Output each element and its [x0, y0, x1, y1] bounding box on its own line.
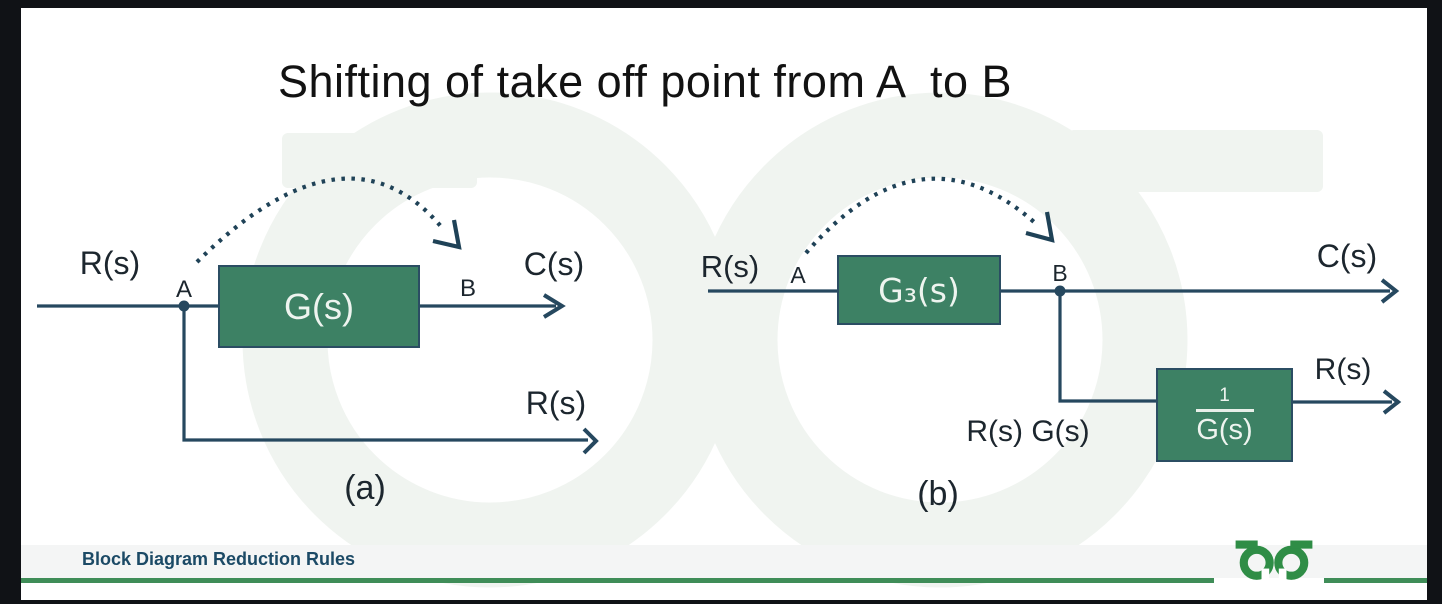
footer-strip	[21, 545, 1427, 578]
a-input-signal-label: R(s)	[79, 245, 141, 281]
a-shift-arc-arrowhead-icon	[432, 219, 462, 250]
a-branch-arrowhead-icon	[582, 427, 599, 455]
frame-border-right	[1427, 0, 1442, 604]
geeksforgeeks-watermark-icon	[242, 92, 1323, 588]
b-input-signal-label: R(s)	[700, 249, 760, 284]
frame-border-top	[0, 0, 1442, 8]
fraction-bar	[1195, 408, 1254, 412]
a-takeoff-point-dot	[178, 300, 190, 312]
b-branch-output-label: R(s)	[1314, 353, 1372, 386]
a-shift-arc-dotted	[195, 176, 446, 264]
b-caption: (b)	[917, 475, 959, 513]
footer-rule-right	[1324, 578, 1427, 583]
footer-caption: Block Diagram Reduction Rules	[82, 549, 356, 569]
a-branch-signal-label: R(s)	[525, 385, 587, 421]
b-takeoff-branch-line	[1058, 291, 1156, 403]
a-takeoff-branch-line	[182, 306, 588, 442]
b-inverse-block-denominator: G(s)	[1196, 413, 1253, 446]
b-shift-arc-arrowhead-icon	[1025, 211, 1055, 243]
b-output-arrowhead-icon	[1380, 278, 1400, 304]
slide-title: Shifting of take off point from A to B	[277, 56, 1013, 107]
b-branch-arrowhead-icon	[1382, 389, 1402, 415]
a-transfer-block: G(s)	[218, 265, 420, 348]
a-output-arrowhead-icon	[542, 293, 566, 319]
b-shift-arc-dotted	[804, 176, 1036, 255]
b-point-b-label: B	[1052, 260, 1068, 286]
b-transfer-block: G₃(s)	[837, 255, 1001, 325]
a-caption: (a)	[344, 469, 386, 507]
a-output-signal-label: C(s)	[523, 246, 585, 282]
frame-border-bottom	[0, 600, 1442, 604]
geeksforgeeks-logo	[1235, 540, 1313, 580]
b-branch-product-label: R(s) G(s)	[966, 415, 1090, 448]
frame-border-left	[0, 0, 21, 604]
b-takeoff-point-dot	[1054, 285, 1066, 297]
b-output-signal-label: C(s)	[1316, 238, 1378, 274]
a-point-b-label: B	[459, 275, 476, 302]
b-inverse-block-numerator: 1	[1219, 384, 1230, 406]
b-point-a-label: A	[790, 262, 806, 288]
b-inverse-transfer-block: 1 G(s)	[1156, 368, 1293, 462]
footer-rule-left	[21, 578, 1214, 583]
a-point-a-label: A	[175, 276, 192, 303]
